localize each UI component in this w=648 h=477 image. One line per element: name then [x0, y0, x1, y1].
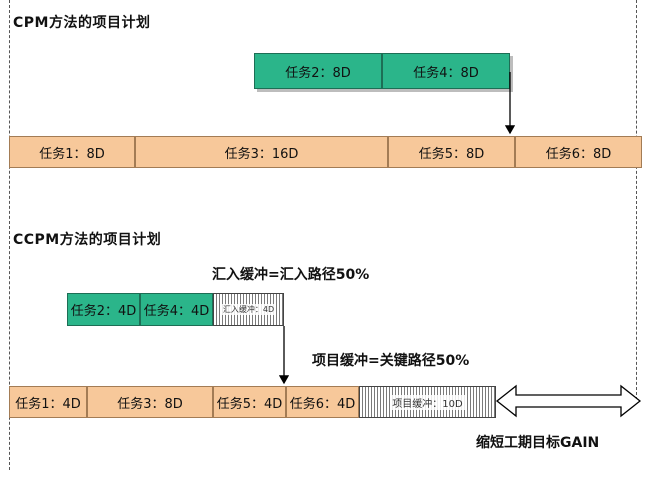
project-buffer-label: 项目缓冲：10D	[390, 394, 465, 410]
frame-right-border	[636, 0, 637, 400]
cpm-task-3: 任务3：16D	[135, 136, 388, 168]
ccpm-task-4: 任务4：4D	[140, 293, 213, 326]
feeding-buffer: 汇入缓冲：4D	[213, 293, 284, 326]
ccpm-task-3: 任务3：8D	[87, 386, 213, 418]
frame-left-border	[9, 0, 10, 470]
cpm-heading: CPM方法的项目计划	[13, 15, 151, 31]
gain-double-arrow	[495, 384, 642, 418]
cpm-task-2: 任务2：8D	[254, 53, 382, 89]
ccpm-task-6: 任务6：4D	[286, 386, 359, 418]
project-buffer: 项目缓冲：10D	[359, 386, 496, 418]
cpm-task-6: 任务6：8D	[515, 136, 642, 168]
project-buffer-note: 项目缓冲=关键路径50%	[312, 353, 470, 369]
cpm-task-1: 任务1：8D	[9, 136, 135, 168]
ccpm-heading: CCPM方法的项目计划	[13, 232, 162, 248]
ccpm-task-2: 任务2：4D	[67, 293, 140, 326]
cpm-task-4: 任务4：8D	[382, 53, 510, 89]
cpm-task-5: 任务5：8D	[388, 136, 515, 168]
feeding-buffer-label: 汇入缓冲：4D	[220, 304, 277, 315]
gain-label: 缩短工期目标GAIN	[476, 435, 600, 451]
ccpm-task-5: 任务5：4D	[213, 386, 286, 418]
feeding-buffer-note: 汇入缓冲=汇入路径50%	[212, 267, 370, 283]
ccpm-task-1: 任务1：4D	[9, 386, 87, 418]
